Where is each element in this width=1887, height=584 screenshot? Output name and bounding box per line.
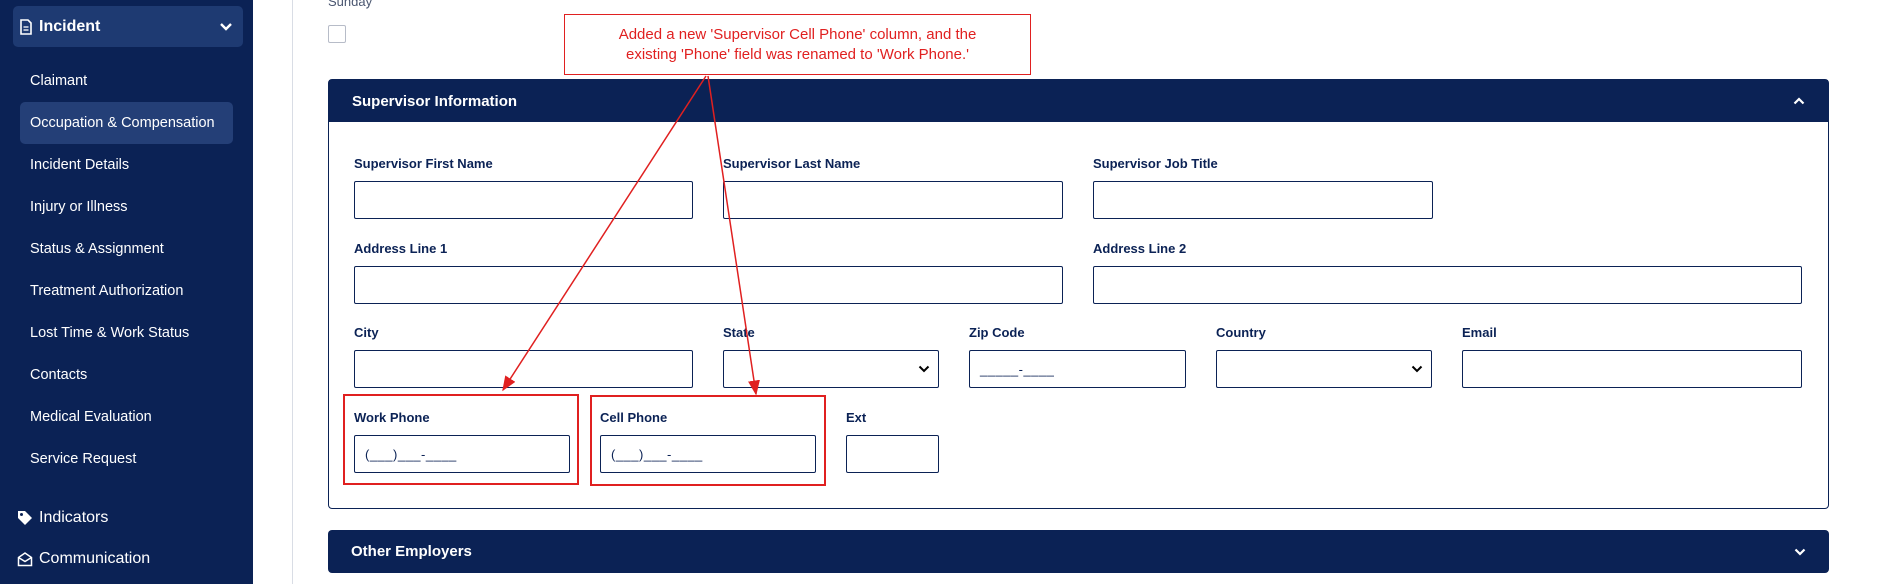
chevron-down-icon	[918, 365, 930, 373]
sidebar-item-contacts[interactable]: Contacts	[30, 367, 88, 383]
sidebar-item-status-assignment[interactable]: Status & Assignment	[30, 241, 164, 257]
sidebar-item-service-request[interactable]: Service Request	[30, 451, 137, 467]
sidebar-section-communication[interactable]: Communication	[17, 550, 150, 568]
nav-group-label: Incident	[39, 17, 101, 35]
supervisor-job-title-input[interactable]	[1093, 181, 1433, 219]
city-label: City	[354, 325, 379, 340]
sunday-checkbox[interactable]	[328, 25, 346, 43]
sunday-label: Sunday	[328, 0, 373, 9]
work-phone-highlight	[343, 394, 579, 485]
work-phone-input[interactable]: (___)___-____	[354, 435, 570, 473]
cell-phone-highlight	[590, 395, 826, 486]
document-icon	[20, 18, 32, 35]
panel-title: Supervisor Information	[352, 92, 518, 110]
sidebar-item-medical-evaluation[interactable]: Medical Evaluation	[30, 409, 152, 425]
sidebar-item-incident-details[interactable]: Incident Details	[30, 157, 130, 173]
supervisor-panel-header[interactable]: Supervisor Information	[329, 80, 1828, 122]
other-employers-panel-header[interactable]: Other Employers	[328, 530, 1829, 573]
chevron-down-icon	[1794, 548, 1806, 556]
sidebar: Incident Claimant Occupation & Compensat…	[0, 0, 253, 584]
sidebar-item-occupation-compensation[interactable]: Occupation & Compensation	[20, 102, 233, 144]
sidebar-item-treatment-authorization[interactable]: Treatment Authorization	[30, 283, 184, 299]
country-select[interactable]	[1216, 350, 1432, 388]
email-label: Email	[1462, 325, 1497, 340]
zip-label: Zip Code	[969, 325, 1025, 340]
state-select[interactable]	[723, 350, 939, 388]
cell-phone-label: Cell Phone	[600, 410, 668, 425]
city-input[interactable]	[354, 350, 693, 388]
first-name-label: Supervisor First Name	[354, 156, 493, 171]
sidebar-item-claimant[interactable]: Claimant	[30, 73, 88, 89]
sidebar-section-label: Indicators	[39, 509, 109, 526]
chevron-up-icon	[1793, 97, 1805, 105]
annotation-text: Added a new 'Supervisor Cell Phone' colu…	[618, 25, 977, 63]
panel-title: Other Employers	[351, 543, 472, 560]
tag-icon	[18, 511, 32, 525]
supervisor-first-name-input[interactable]	[354, 181, 693, 219]
work-phone-placeholder: (___)___-____	[365, 446, 457, 462]
nav-group-incident[interactable]: Incident	[13, 6, 243, 47]
chevron-down-icon	[1411, 365, 1423, 373]
content-border	[292, 0, 293, 584]
ext-input[interactable]	[846, 435, 939, 473]
email-input[interactable]	[1462, 350, 1802, 388]
cell-phone-input[interactable]: (___)___-____	[600, 435, 816, 473]
work-phone-label: Work Phone	[354, 410, 430, 425]
annotation-callout: Added a new 'Supervisor Cell Phone' colu…	[564, 14, 1031, 75]
sidebar-item-lost-time[interactable]: Lost Time & Work Status	[30, 325, 190, 341]
country-label: Country	[1216, 325, 1266, 340]
supervisor-last-name-input[interactable]	[723, 181, 1063, 219]
zip-code-input[interactable]: _____-____	[969, 350, 1186, 388]
cell-phone-placeholder: (___)___-____	[611, 446, 703, 462]
chevron-down-icon	[220, 22, 232, 31]
address-line-1-input[interactable]	[354, 266, 1063, 304]
sidebar-item-injury-illness[interactable]: Injury or Illness	[30, 199, 128, 215]
nav-list: Claimant Occupation & Compensation Incid…	[20, 60, 233, 480]
last-name-label: Supervisor Last Name	[723, 156, 861, 171]
sidebar-section-indicators[interactable]: Indicators	[17, 509, 108, 527]
zip-placeholder: _____-____	[980, 361, 1055, 377]
address2-label: Address Line 2	[1093, 241, 1187, 256]
job-title-label: Supervisor Job Title	[1093, 156, 1218, 171]
ext-label: Ext	[846, 410, 867, 425]
address1-label: Address Line 1	[354, 241, 448, 256]
address-line-2-input[interactable]	[1093, 266, 1802, 304]
envelope-open-icon	[17, 552, 33, 567]
sidebar-section-label: Communication	[39, 550, 151, 567]
state-label: State	[723, 325, 755, 340]
